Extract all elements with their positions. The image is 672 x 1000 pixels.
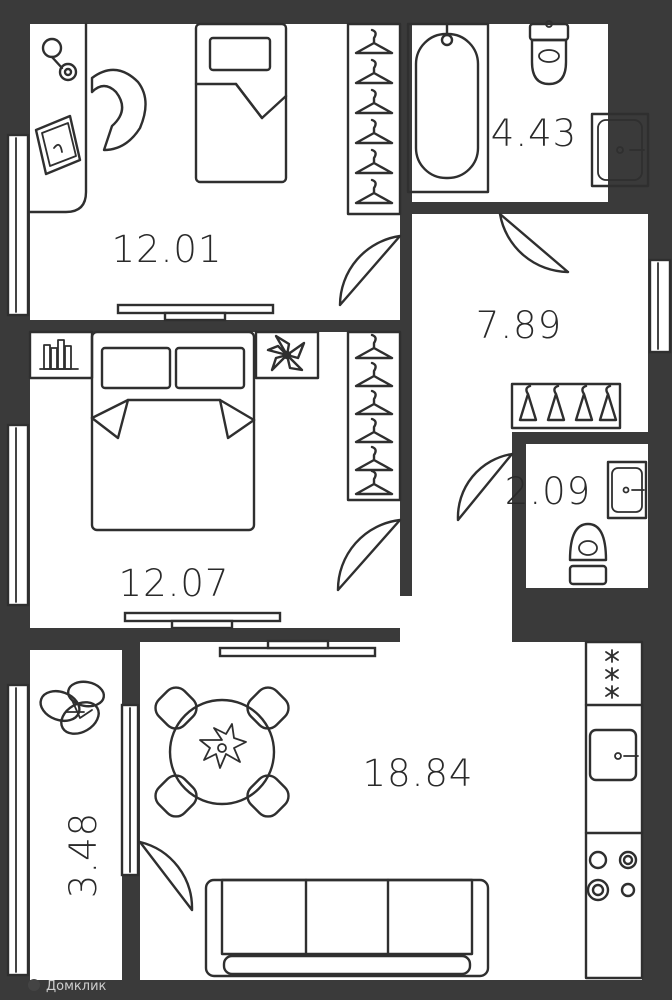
hallway-wardrobe [510,382,622,430]
lamp-icon [41,37,78,82]
hallway-lower-floor [412,432,512,642]
door-wc [456,452,514,522]
door-bedroom-mid [336,518,402,592]
dining-table-icon [154,686,290,818]
window-balcony [6,683,30,977]
books-icon [39,339,79,370]
chair-icon [90,68,147,152]
sofa-icon [204,878,490,978]
window-bedroom-top [6,133,30,317]
wardrobe-hanger-icon [354,28,394,205]
kitchen-counter-floor [586,642,642,980]
nightstand-right [254,330,320,380]
watermark-text: Домклик [46,979,107,994]
bathroom-floor [412,24,608,202]
wardrobe-hanger-icon [354,333,394,496]
window-bedroom-mid [6,423,30,607]
living-furniture [154,640,644,980]
window-hallway [648,258,672,354]
bed-icon [194,22,288,184]
kitchen-counter [584,640,644,980]
bed-icon [90,330,256,532]
wardrobe-mid [346,330,402,502]
door-bedroom-top [338,234,402,307]
toilet-icon [568,522,608,586]
watermark: Домклик [28,979,107,994]
bedroom-top-floor [30,24,400,320]
desk-icon [28,22,88,214]
bedroom-top-furniture [28,22,402,216]
floor-areas [30,24,648,980]
sink-icon [606,460,648,520]
wc-fixtures [568,460,648,586]
area-label-bathroom: 4.43 [491,112,577,155]
chair-icon [154,686,290,818]
plant-icon [39,680,106,735]
watermark-logo-icon [28,979,40,991]
balcony-furniture [39,680,106,735]
area-label-bedroom-mid: 12.07 [119,562,230,605]
swing-doors [138,212,570,912]
area-label-hallway: 7.89 [476,304,562,347]
area-label-balcony: 3.48 [62,812,105,898]
sink-icon [588,728,639,782]
door-balcony [138,840,194,912]
hood-icon [605,649,619,699]
plant-icon [266,334,306,372]
laptop-icon [34,114,82,176]
bathroom-fixtures [406,20,650,194]
sink-icon [590,112,650,188]
sliding-door-bedroom-mid [123,611,282,623]
toilet-icon [528,20,570,86]
area-label-living: 18.84 [363,752,474,795]
stove-icon [586,850,638,902]
plant-icon [199,723,247,769]
passage-floor [400,596,412,642]
area-label-wc: 2.09 [505,470,591,513]
sliding-door-bedroom-top [116,303,275,315]
wardrobe-hanger-icon [518,384,618,422]
sliding-doors [116,303,377,658]
area-label-bedroom-top: 12.01 [112,228,223,271]
windows [6,133,672,977]
living-floor [140,642,586,980]
wardrobe-top [346,22,402,216]
bathtub-icon [406,22,490,194]
door-bathroom [498,212,570,274]
bedroom-mid-furniture [28,330,402,532]
sliding-door-living [218,646,377,658]
